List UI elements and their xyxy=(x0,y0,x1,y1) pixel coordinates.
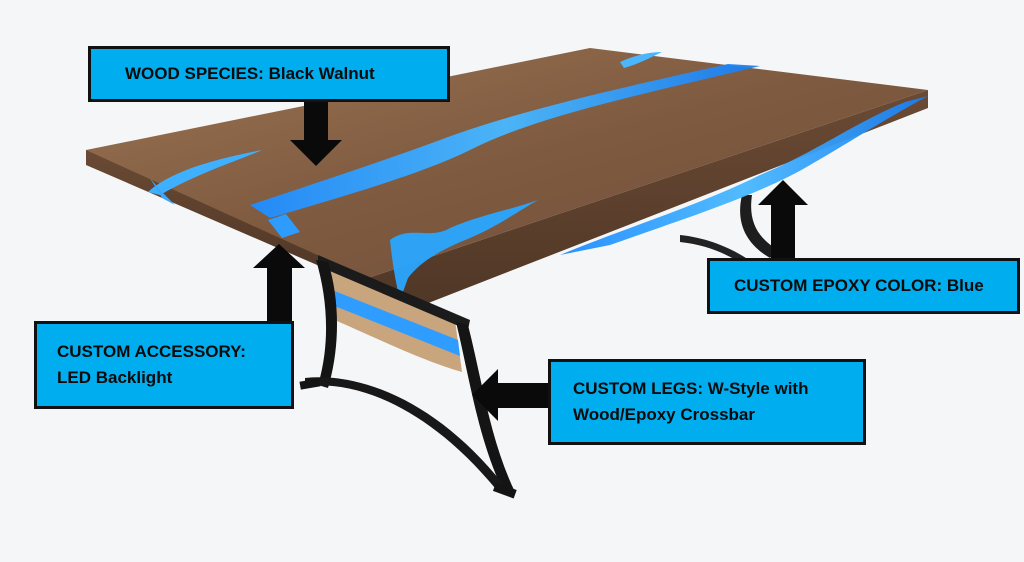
callout-wood-species: WOOD SPECIES: Black Walnut xyxy=(88,46,450,102)
back-leg xyxy=(680,195,778,268)
callout-legs-line1: CUSTOM LEGS: W-Style with xyxy=(573,379,809,398)
callout-accessory-line2: LED Backlight xyxy=(57,368,173,387)
callout-wood-species-text: WOOD SPECIES: Black Walnut xyxy=(125,64,375,83)
callout-accessory: CUSTOM ACCESSORY: LED Backlight xyxy=(34,321,294,409)
callout-legs-line2: Wood/Epoxy Crossbar xyxy=(573,405,755,424)
callout-legs: CUSTOM LEGS: W-Style with Wood/Epoxy Cro… xyxy=(548,359,866,445)
arrow-up-epoxy-color xyxy=(758,180,808,261)
callout-accessory-line1: CUSTOM ACCESSORY: xyxy=(57,342,246,361)
callout-epoxy-color: CUSTOM EPOXY COLOR: Blue xyxy=(707,258,1020,314)
table-top xyxy=(86,48,928,325)
callout-epoxy-color-text: CUSTOM EPOXY COLOR: Blue xyxy=(734,276,984,295)
arrow-up-accessory xyxy=(253,244,305,323)
arrow-down-wood-species xyxy=(290,100,342,166)
arrow-left-legs xyxy=(472,369,550,421)
